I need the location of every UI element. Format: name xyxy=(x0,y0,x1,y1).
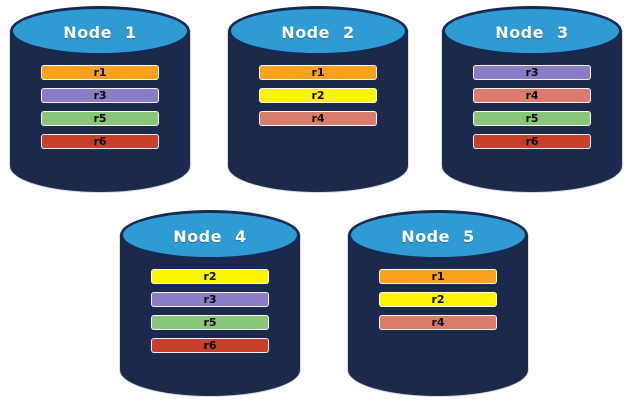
replica-bar: r5 xyxy=(41,111,159,126)
database-node: Node 2 r1 r2 r4 xyxy=(228,6,408,192)
replica-bar: r2 xyxy=(379,292,497,307)
node-title: Node 2 xyxy=(281,22,355,42)
database-node: Node 1 r1 r3 r5 r6 xyxy=(10,6,190,192)
replica-bar: r6 xyxy=(151,338,269,353)
node-title: Node 1 xyxy=(63,22,137,42)
replica-list: r1 r3 r5 r6 xyxy=(10,65,190,149)
replica-bar: r4 xyxy=(259,111,377,126)
cylinder-top: Node 1 xyxy=(10,6,190,56)
replica-bar: r4 xyxy=(473,88,591,103)
replica-list: r3 r4 r5 r6 xyxy=(442,65,622,149)
replica-bar: r1 xyxy=(41,65,159,80)
cylinder-top: Node 5 xyxy=(348,210,528,260)
replica-bar: r2 xyxy=(151,269,269,284)
node-title: Node 4 xyxy=(173,226,247,246)
replica-bar: r1 xyxy=(259,65,377,80)
replica-bar: r1 xyxy=(379,269,497,284)
database-node: Node 3 r3 r4 r5 r6 xyxy=(442,6,622,192)
replica-bar: r5 xyxy=(151,315,269,330)
replica-bar: r4 xyxy=(379,315,497,330)
database-node: Node 5 r1 r2 r4 xyxy=(348,210,528,396)
cylinder-top: Node 4 xyxy=(120,210,300,260)
replica-bar: r3 xyxy=(151,292,269,307)
replica-bar: r5 xyxy=(473,111,591,126)
replica-list: r2 r3 r5 r6 xyxy=(120,269,300,353)
replica-bar: r3 xyxy=(41,88,159,103)
replica-bar: r6 xyxy=(41,134,159,149)
replica-list: r1 r2 r4 xyxy=(348,269,528,330)
replica-bar: r6 xyxy=(473,134,591,149)
replica-bar: r3 xyxy=(473,65,591,80)
replica-list: r1 r2 r4 xyxy=(228,65,408,126)
cylinder-top: Node 3 xyxy=(442,6,622,56)
cylinder-top: Node 2 xyxy=(228,6,408,56)
node-title: Node 5 xyxy=(401,226,475,246)
node-title: Node 3 xyxy=(495,22,569,42)
replica-bar: r2 xyxy=(259,88,377,103)
database-node: Node 4 r2 r3 r5 r6 xyxy=(120,210,300,396)
